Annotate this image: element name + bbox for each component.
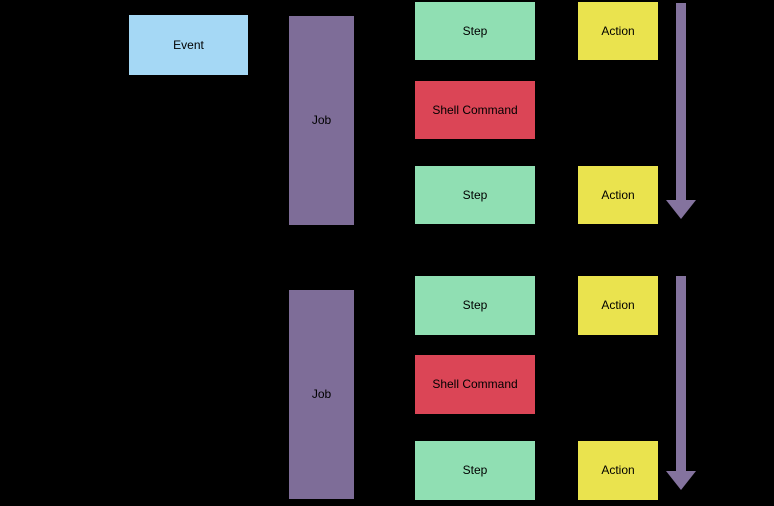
job-node-2: Job xyxy=(289,290,354,499)
job-node-1: Job xyxy=(289,16,354,225)
step-node-2: Step xyxy=(415,166,535,224)
action-node-2: Action xyxy=(578,166,658,224)
step-node-3: Step xyxy=(415,276,535,335)
event-node: Event xyxy=(129,15,248,75)
shell-command-node-1: Shell Command xyxy=(415,81,535,139)
down-arrow-head xyxy=(666,200,696,219)
action-node-3: Action xyxy=(578,276,658,335)
action-node-4: Action xyxy=(578,441,658,500)
down-arrow-head xyxy=(666,471,696,490)
down-arrow-shaft xyxy=(676,276,686,472)
shell-command-node-2: Shell Command xyxy=(415,355,535,414)
step-node-4: Step xyxy=(415,441,535,500)
step-node-1: Step xyxy=(415,2,535,60)
down-arrow-shaft xyxy=(676,3,686,201)
action-node-1: Action xyxy=(578,2,658,60)
